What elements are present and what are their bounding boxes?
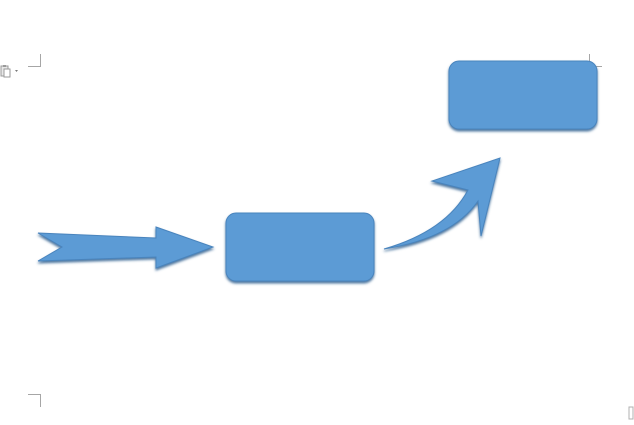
scroll-edge-marker	[628, 406, 634, 420]
rounded-rectangle-middle[interactable]	[225, 212, 375, 282]
paste-options-button[interactable]	[0, 64, 22, 78]
margin-corner-bottom-left	[28, 394, 41, 407]
rounded-rectangle-top-right[interactable]	[448, 60, 598, 130]
paste-options-icon	[0, 65, 18, 78]
chevron-down-icon	[15, 70, 18, 72]
curved-up-arrow[interactable]	[383, 157, 501, 250]
margin-corner-top-left	[28, 54, 41, 67]
notched-right-arrow[interactable]	[37, 226, 215, 269]
